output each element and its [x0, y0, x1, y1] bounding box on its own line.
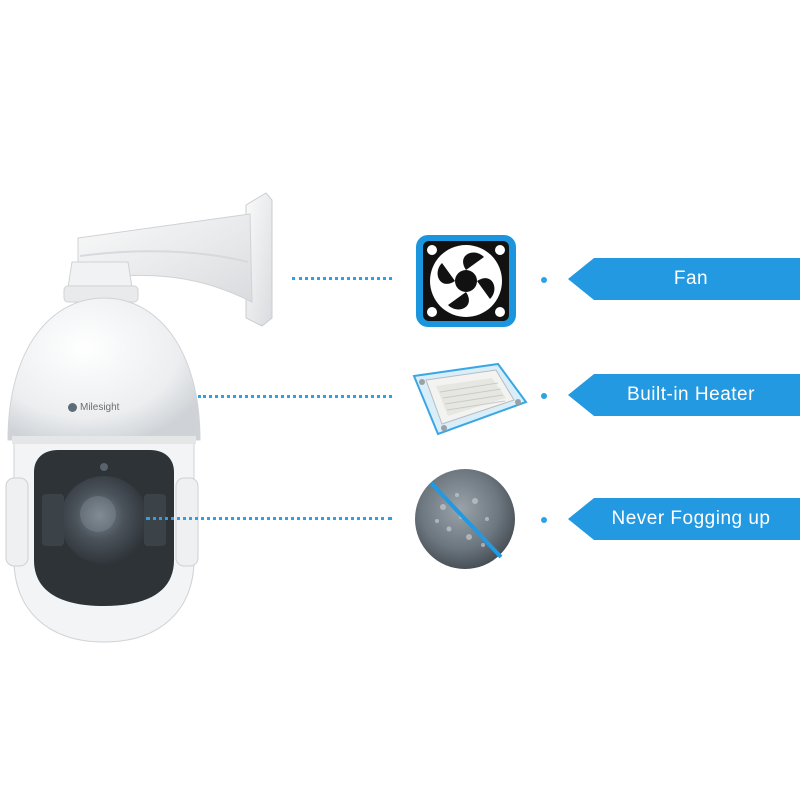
- feature-label-heater: Built-in Heater: [627, 384, 755, 405]
- anti-fog-icon: [415, 469, 515, 569]
- connector-line-fan: [292, 277, 392, 280]
- camera-brand-label: Milesight: [68, 402, 119, 413]
- connector-dot-heater: [541, 393, 547, 399]
- heater-icon: [412, 362, 528, 436]
- fan-icon: [416, 235, 516, 327]
- feature-label-fan: Fan: [673, 268, 709, 289]
- connector-dot-antifog: [541, 517, 547, 523]
- feature-tag-antifog: Never Fogging up: [568, 498, 800, 540]
- feature-label-antifog: Never Fogging up: [611, 508, 771, 529]
- feature-tag-fan: Fan: [568, 258, 800, 300]
- brand-name: Milesight: [80, 402, 120, 413]
- connector-line-heater: [198, 395, 392, 398]
- connector-line-antifog: [146, 517, 392, 520]
- connector-dot-fan: [541, 277, 547, 283]
- brand-logo-icon: [68, 403, 77, 412]
- feature-tag-heater: Built-in Heater: [568, 374, 800, 416]
